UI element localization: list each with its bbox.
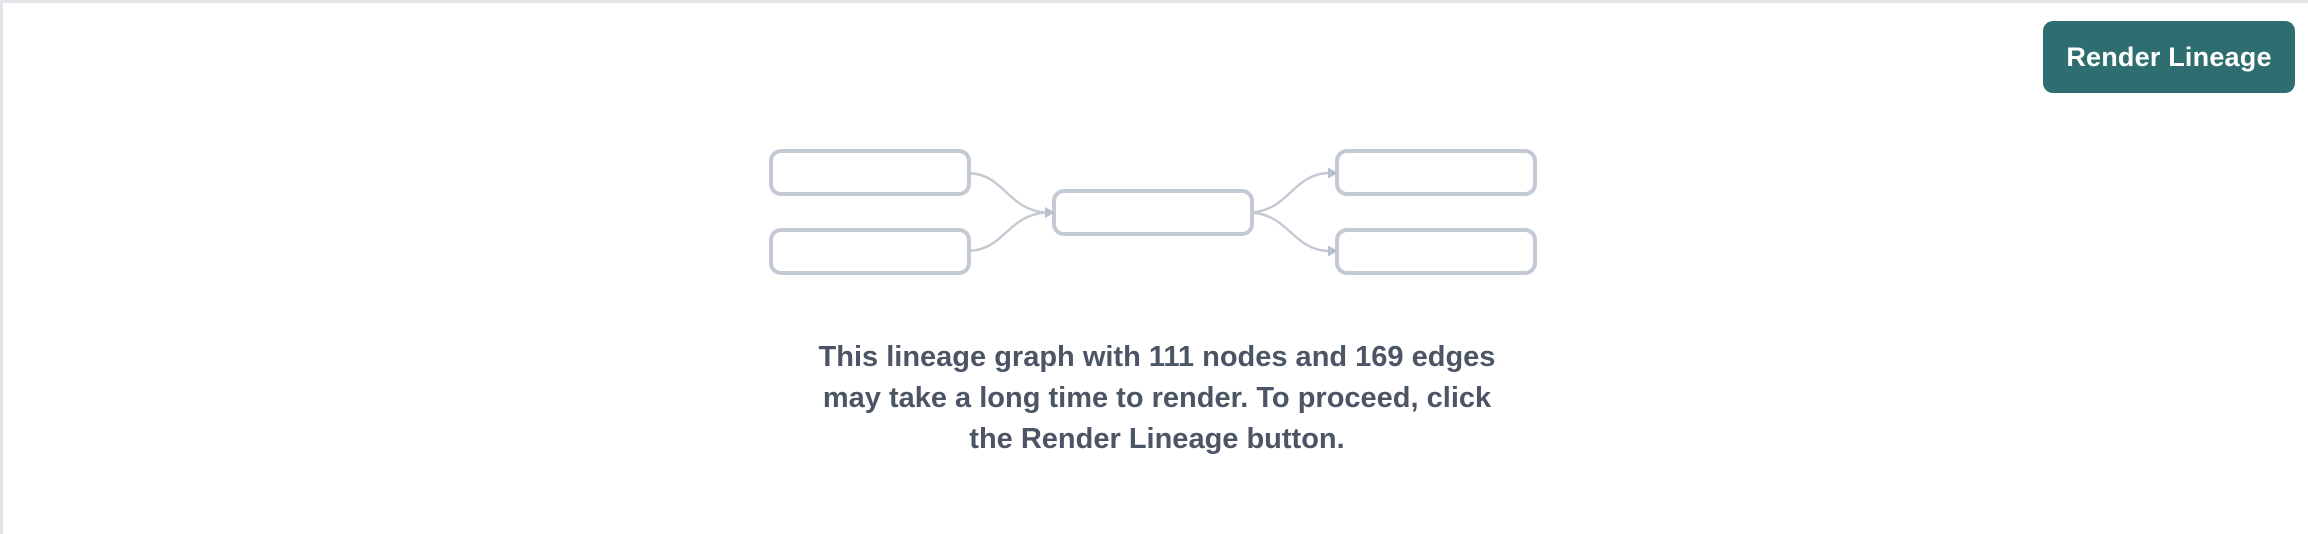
placeholder-node-upstream-2: [769, 228, 971, 275]
placeholder-arrowhead-downstream-1: [1328, 167, 1338, 179]
placeholder-edge-center-downstream-2: [1251, 211, 1329, 253]
render-lineage-button[interactable]: Render Lineage: [2043, 21, 2295, 93]
placeholder-node-upstream-1: [769, 149, 971, 196]
placeholder-node-downstream-2: [1335, 228, 1537, 275]
placeholder-node-downstream-1: [1335, 149, 1537, 196]
placeholder-message: This lineage graph with 111 nodes and 16…: [818, 341, 1496, 456]
placeholder-arrowhead-downstream-2: [1328, 245, 1338, 257]
placeholder-node-center: [1052, 189, 1254, 236]
placeholder-arrowhead-center: [1045, 207, 1055, 218]
placeholder-edge-upstream-2-center: [968, 211, 1046, 253]
lineage-placeholder-illustration: [769, 149, 1537, 275]
placeholder-edge-upstream-1-center: [968, 171, 1046, 214]
placeholder-edge-center-downstream-1: [1251, 171, 1329, 214]
lineage-placeholder: This lineage graph with 111 nodes and 16…: [3, 3, 2308, 534]
